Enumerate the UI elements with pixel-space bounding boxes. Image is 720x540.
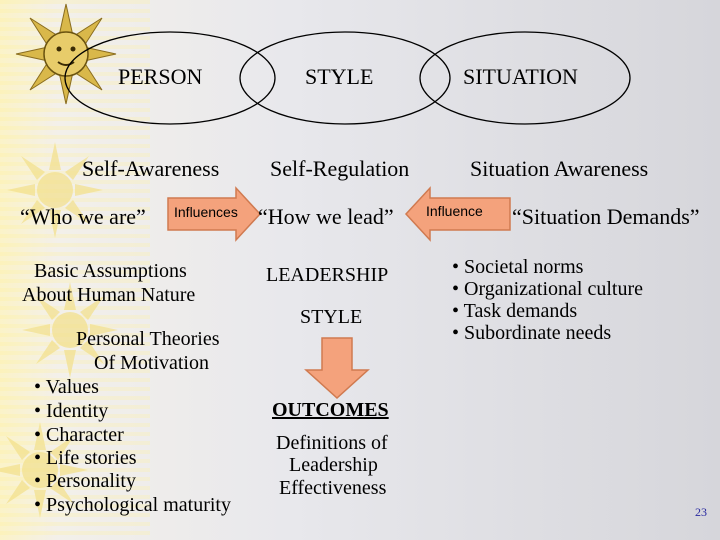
influence-label: Influence: [426, 203, 483, 219]
person-bullet-identity: • Identity: [34, 400, 109, 422]
person-bullet-psych-maturity: • Psychological maturity: [34, 494, 231, 516]
definitions-line1: Definitions of: [276, 432, 388, 454]
definitions-line3: Effectiveness: [279, 477, 387, 499]
slide-number: 23: [695, 505, 707, 519]
self-awareness-label: Self-Awareness: [82, 156, 220, 181]
situation-bullet-subordinate-needs: • Subordinate needs: [452, 322, 612, 344]
leadership-style-label: STYLE: [300, 306, 363, 328]
person-label: PERSON: [118, 64, 203, 89]
sun-decoration-icon: [0, 142, 118, 518]
situation-label: SITUATION: [463, 64, 578, 89]
situation-bullet-org-culture: • Organizational culture: [452, 278, 644, 300]
basic-assumptions-line2: About Human Nature: [22, 284, 196, 306]
influences-arrow: [167, 186, 262, 242]
influences-label: Influences: [174, 204, 238, 220]
outcomes-label: OUTCOMES: [272, 399, 389, 421]
situation-bullet-task-demands: • Task demands: [452, 300, 578, 322]
personal-theories-line1: Personal Theories: [76, 328, 220, 350]
self-regulation-label: Self-Regulation: [270, 156, 410, 181]
person-ellipse: [64, 31, 276, 125]
person-bullet-values: • Values: [34, 376, 99, 398]
how-we-lead-label: “How we lead”: [258, 204, 394, 229]
leadership-label: LEADERSHIP: [266, 264, 389, 286]
person-bullet-personality: • Personality: [34, 470, 136, 492]
basic-assumptions-line1: Basic Assumptions: [34, 260, 187, 282]
definitions-line2: Leadership: [289, 454, 378, 476]
person-bullet-life-stories: • Life stories: [34, 447, 137, 469]
influence-arrow: [404, 186, 511, 242]
style-ellipse: [239, 31, 451, 125]
situation-ellipse: [419, 31, 631, 125]
sun-icon: [15, 3, 117, 105]
situation-bullet-societal-norms: • Societal norms: [452, 256, 584, 278]
style-label: STYLE: [305, 64, 374, 89]
situation-awareness-label: Situation Awareness: [470, 156, 649, 181]
down-arrow: [304, 337, 370, 400]
situation-demands-label: “Situation Demands”: [512, 204, 700, 229]
person-bullet-character: • Character: [34, 424, 124, 446]
personal-theories-line2: Of Motivation: [94, 352, 209, 374]
who-we-are-label: “Who we are”: [20, 204, 146, 229]
